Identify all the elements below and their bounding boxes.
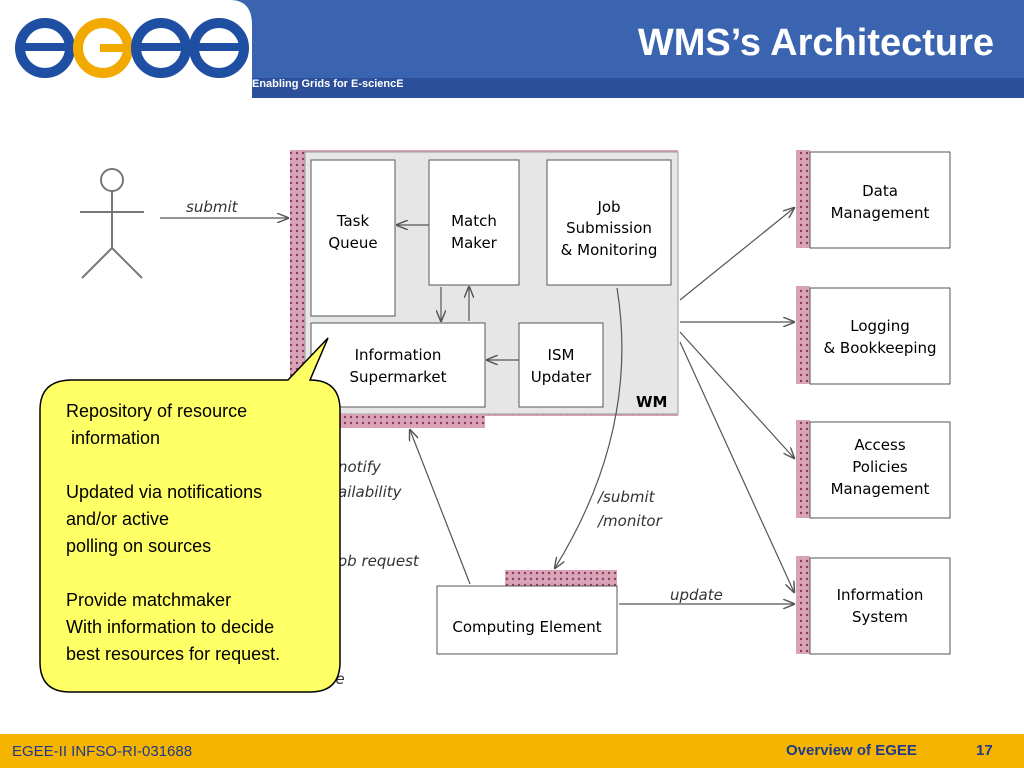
footer-section-title: Overview of EGEE bbox=[786, 742, 917, 759]
info-supermarket-line2: Supermarket bbox=[350, 368, 447, 386]
info-system-hatch bbox=[796, 556, 810, 654]
match-maker-box bbox=[428, 159, 520, 286]
data-management-line1: Data bbox=[862, 182, 898, 200]
computing-element-box bbox=[436, 585, 618, 655]
inner-arrows bbox=[397, 225, 519, 360]
footer-bar: EGEE-II INFSO-RI-031688 Overview of EGEE… bbox=[0, 734, 1024, 768]
availability-label: ailability bbox=[338, 483, 403, 501]
job-submission-line1: Job bbox=[596, 198, 620, 216]
info-supermarket-line1: Information bbox=[355, 346, 442, 364]
data-mgmt-hatch bbox=[796, 150, 810, 248]
logging-hatch bbox=[796, 286, 810, 384]
data-management-box bbox=[809, 151, 951, 249]
update-label: update bbox=[670, 586, 723, 604]
callout-line: With information to decide bbox=[66, 617, 275, 637]
user-stick-figure-icon bbox=[80, 168, 144, 279]
job-request-label: ob request bbox=[338, 552, 420, 570]
ism-updater-line1: ISM bbox=[548, 346, 575, 364]
callout-line: Updated via notifications bbox=[66, 482, 263, 502]
submit-label: submit bbox=[186, 198, 239, 216]
job-submission-line3: & Monitoring bbox=[561, 241, 658, 259]
logging-box bbox=[809, 287, 951, 385]
job-submission-box bbox=[546, 159, 672, 286]
callout-line: polling on sources bbox=[66, 536, 212, 556]
footer-project-id: EGEE-II INFSO-RI-031688 bbox=[12, 743, 193, 760]
info-supermarket-box bbox=[310, 322, 486, 408]
callout-line: and/or active bbox=[66, 509, 170, 529]
callout-line: best resources for request. bbox=[66, 644, 281, 664]
egee-logo-icon bbox=[15, 18, 249, 78]
header-graphic bbox=[0, 0, 1024, 98]
ism-updater-line2: Updater bbox=[531, 368, 592, 386]
tagline: Enabling Grids for E-sciencE bbox=[252, 78, 404, 90]
information-system-line1: Information bbox=[837, 586, 924, 604]
access-policies-line1: Access bbox=[854, 436, 906, 454]
submit-monitor-line1: /submit bbox=[596, 488, 656, 506]
callout-line: Repository of resource bbox=[66, 401, 248, 421]
page-number: 17 bbox=[976, 742, 993, 759]
ce-arrows bbox=[410, 287, 794, 604]
architecture-diagram: submit WM Task Queue Match Maker Job Sub… bbox=[39, 150, 951, 693]
computing-element-label: Computing Element bbox=[452, 618, 601, 636]
access-policies-box bbox=[809, 421, 951, 519]
submit-monitor-line2: /monitor bbox=[596, 512, 663, 530]
match-maker-line1: Match bbox=[451, 212, 497, 230]
access-policies-line2: Policies bbox=[852, 458, 908, 476]
logging-line2: & Bookkeeping bbox=[823, 339, 936, 357]
service-arrows bbox=[679, 208, 794, 592]
callout-line bbox=[66, 452, 341, 479]
callout-text: Repository of resource information Updat… bbox=[66, 398, 341, 668]
callout-bubble bbox=[39, 337, 341, 693]
header-bar: WMS’s Architecture Enabling Grids for E-… bbox=[0, 0, 1024, 98]
task-queue-line1: Task bbox=[336, 212, 370, 230]
callout-line bbox=[66, 560, 341, 587]
notify-label: notify bbox=[338, 458, 382, 476]
logging-line1: Logging bbox=[850, 317, 910, 335]
access-policies-line3: Management bbox=[831, 480, 930, 498]
wm-hatch-bottom bbox=[305, 414, 485, 428]
task-queue-line2: Queue bbox=[328, 234, 377, 252]
match-maker-line2: Maker bbox=[451, 234, 498, 252]
ism-updater-box bbox=[518, 322, 604, 408]
data-management-line2: Management bbox=[831, 204, 930, 222]
callout-line: information bbox=[66, 428, 161, 448]
information-system-line2: System bbox=[852, 608, 908, 626]
page-title: WMS’s Architecture bbox=[637, 22, 994, 64]
callout-line: Provide matchmaker bbox=[66, 590, 232, 610]
job-submission-line2: Submission bbox=[566, 219, 652, 237]
access-hatch bbox=[796, 420, 810, 518]
ce-hatch bbox=[505, 570, 617, 586]
information-system-box bbox=[809, 557, 951, 655]
task-queue-box bbox=[310, 159, 396, 317]
wm-label: WM bbox=[636, 393, 667, 411]
